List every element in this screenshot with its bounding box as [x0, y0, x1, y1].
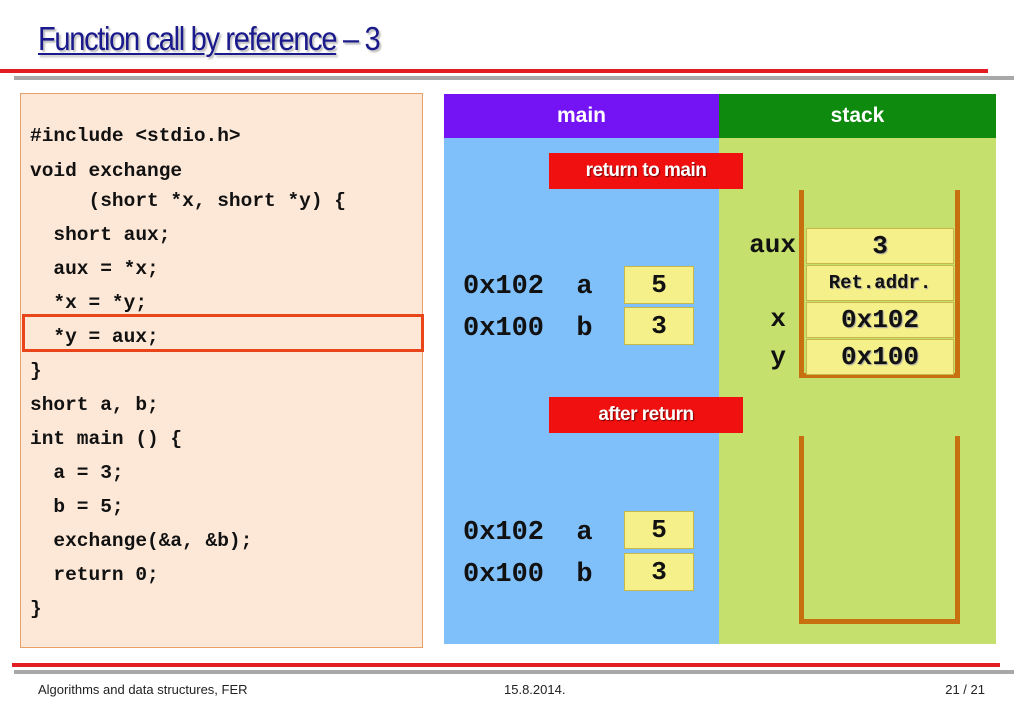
stack-cell-x: 0x102 — [806, 302, 954, 338]
empty-stack-right-wall — [955, 436, 960, 622]
code-line: exchange(&a, &b); — [30, 530, 253, 552]
main-header: main — [444, 94, 719, 138]
code-line: aux = *x; — [30, 258, 159, 280]
slide-title: Function call by reference – 3 — [38, 20, 381, 58]
mem-cell-b: 3 — [624, 307, 694, 345]
code-line: } — [30, 360, 42, 382]
mem-row-b: 0x100 b — [463, 314, 593, 344]
mem-row-a: 0x102 a — [463, 272, 593, 302]
slide-title-main: Function call by reference — [38, 20, 338, 57]
mem-var-name: b — [576, 560, 593, 590]
after-mem-row-a: 0x102 a — [463, 518, 593, 548]
stack-header: stack — [719, 94, 996, 138]
after-mem-row-b: 0x100 b — [463, 560, 593, 590]
after-mem-cell-b: 3 — [624, 553, 694, 591]
footer-page-number: 21 / 21 — [945, 682, 985, 697]
after-mem-cell-a: 5 — [624, 511, 694, 549]
footer-date: 15.8.2014. — [504, 682, 566, 697]
code-line: #include <stdio.h> — [30, 125, 241, 147]
bottom-rule-gray — [14, 670, 1014, 674]
code-line: int main () { — [30, 428, 183, 450]
top-rule-gray — [14, 76, 1014, 80]
code-line: (short *x, short *y) { — [30, 190, 346, 212]
code-line: *x = *y; — [30, 292, 148, 314]
after-return-label: after return — [549, 397, 743, 433]
stack-label-x: x — [770, 304, 786, 334]
stack-frame-right-wall — [955, 190, 960, 376]
footer-course: Algorithms and data structures, FER — [38, 682, 248, 697]
mem-address: 0x100 — [463, 314, 545, 344]
stack-label-y: y — [770, 342, 786, 372]
code-line: *y = aux; — [30, 326, 159, 348]
stack-frame-left-wall — [799, 190, 804, 376]
bottom-rule-red — [12, 663, 1000, 667]
stack-cell-y: 0x100 — [806, 339, 954, 375]
current-line-highlight — [22, 314, 424, 352]
stack-cell-return-address: Ret.addr. — [806, 265, 954, 301]
code-line: } — [30, 598, 42, 620]
mem-address: 0x102 — [463, 518, 545, 548]
code-line: void exchange — [30, 160, 183, 182]
stack-frame-bottom — [799, 373, 960, 378]
mem-cell-a: 5 — [624, 266, 694, 304]
code-line: return 0; — [30, 564, 159, 586]
code-line: short a, b; — [30, 394, 159, 416]
stack-label-aux: aux — [749, 230, 796, 260]
mem-var-name: b — [576, 314, 593, 344]
code-line: short aux; — [30, 224, 171, 246]
empty-stack-left-wall — [799, 436, 804, 622]
code-panel — [20, 93, 423, 648]
mem-var-name: a — [576, 272, 593, 302]
return-to-main-label: return to main — [549, 153, 743, 189]
mem-address: 0x102 — [463, 272, 545, 302]
stack-cell-aux: 3 — [806, 228, 954, 264]
top-rule-red — [0, 69, 988, 73]
empty-stack-bottom — [799, 619, 960, 624]
mem-address: 0x100 — [463, 560, 545, 590]
stack-column — [719, 138, 996, 644]
slide-title-suffix: – 3 — [336, 20, 381, 57]
mem-var-name: a — [576, 518, 593, 548]
code-line: a = 3; — [30, 462, 124, 484]
code-line: b = 5; — [30, 496, 124, 518]
